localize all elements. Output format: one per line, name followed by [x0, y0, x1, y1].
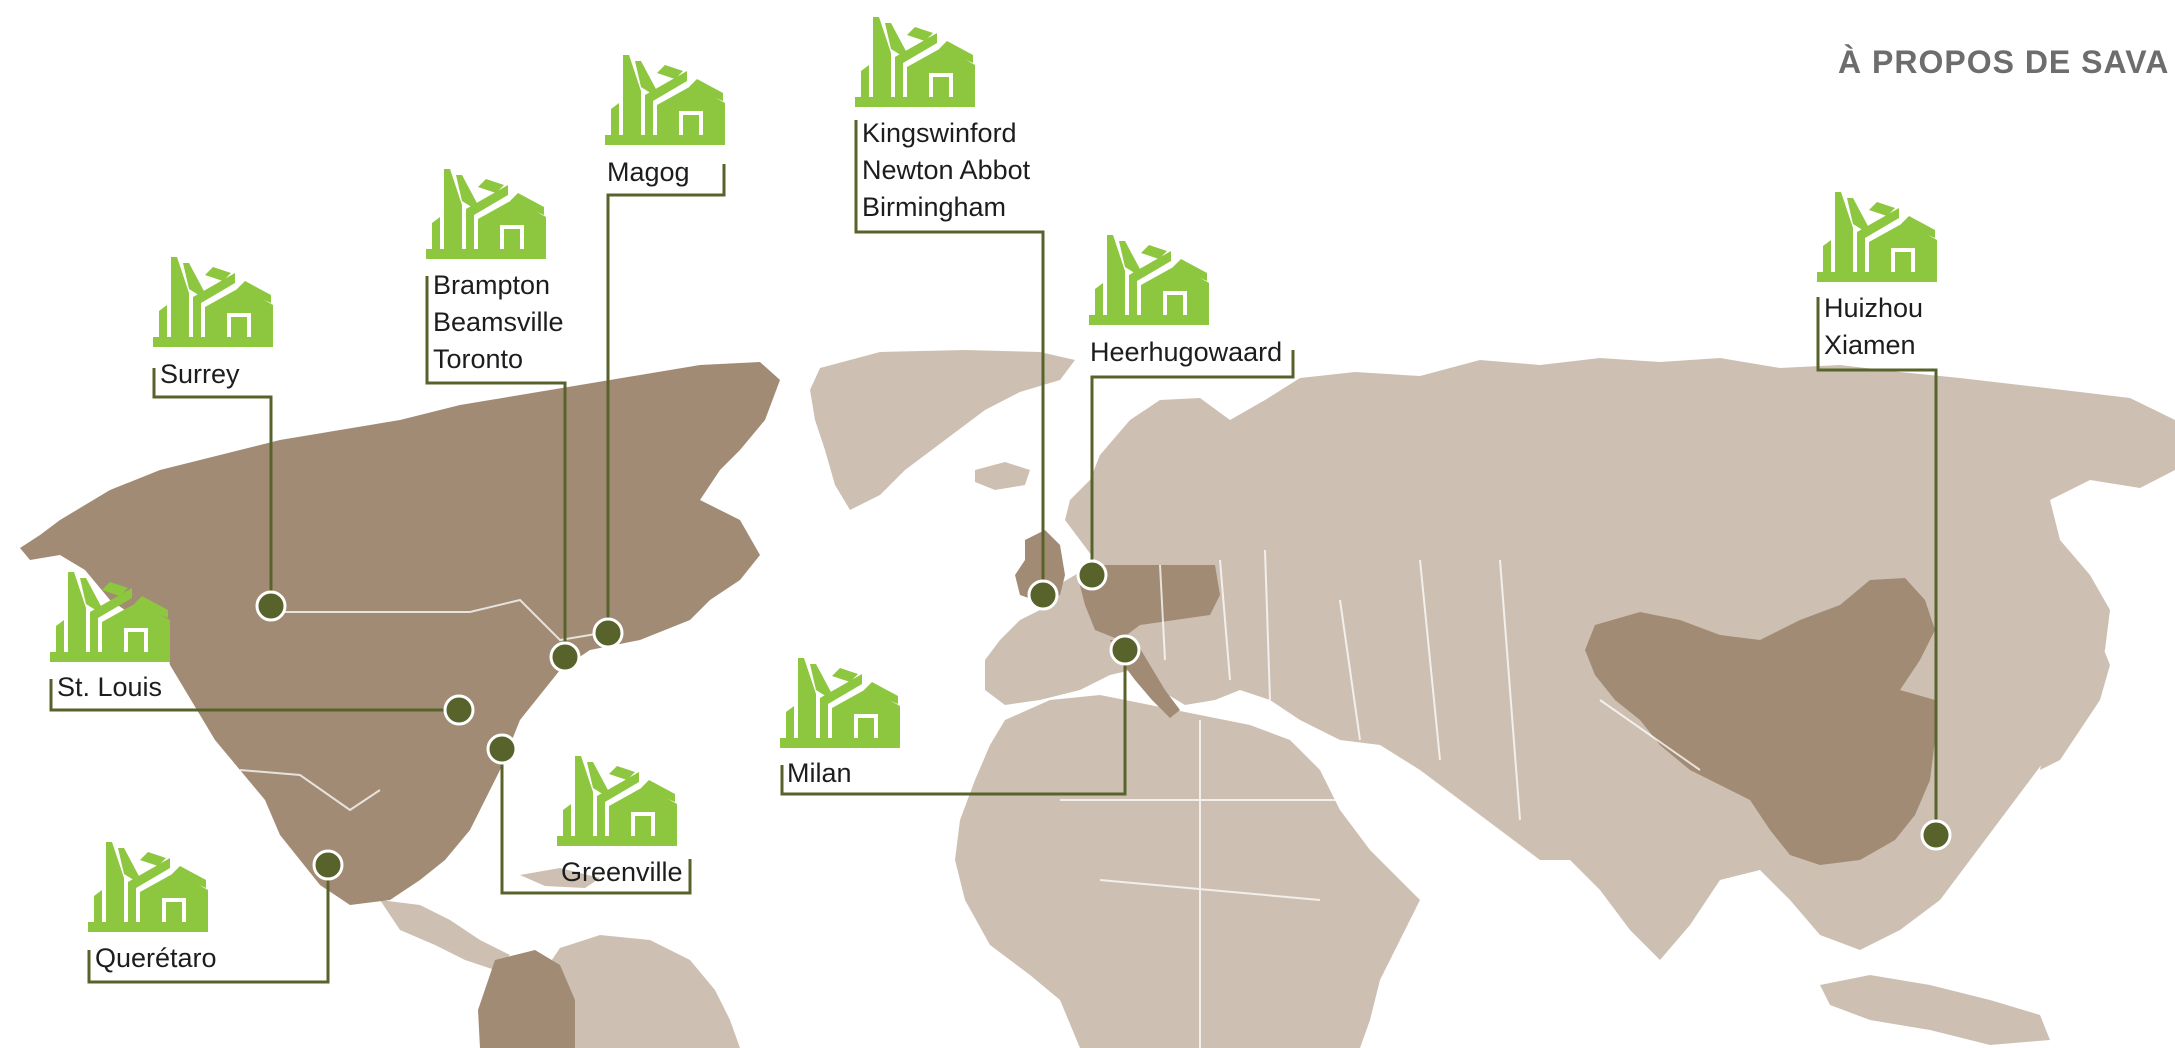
location-label-greenville: Greenville [561, 854, 683, 891]
location-label-magog: Magog [607, 154, 690, 191]
land-central-america [380, 900, 510, 970]
location-label-milan: Milan [787, 755, 852, 792]
location-name: Querétaro [95, 943, 217, 973]
location-label-surrey: Surrey [160, 356, 240, 393]
location-name: St. Louis [57, 672, 163, 702]
location-label-st-louis: St. Louis [57, 669, 162, 706]
pin-heerhugowaard[interactable] [1076, 559, 1108, 591]
location-name: Kingswinford [862, 118, 1017, 148]
page-title: À PROPOS DE SAVA [1838, 44, 2170, 80]
factory-icon [88, 838, 208, 932]
leader-line-brampton [425, 276, 567, 657]
location-name: Magog [607, 157, 690, 187]
land-caribbean [520, 868, 600, 888]
leader-lines [49, 120, 1938, 984]
leader-line-st-louis [49, 679, 459, 712]
location-name: Heerhugowaard [1090, 337, 1283, 367]
land-china [1585, 578, 1935, 865]
land-north-america [20, 362, 780, 905]
location-name: Newton Abbot [862, 155, 1031, 185]
land-indonesia [1820, 975, 2050, 1045]
location-label-huizhou: Huizhou Xiamen [1824, 290, 1923, 364]
pin-huizhou[interactable] [1920, 819, 1952, 851]
location-label-kingswinford: Kingswinford Newton Abbot Birmingham [862, 115, 1030, 226]
location-label-heerhugowaard: Heerhugowaard [1090, 334, 1282, 371]
location-name: Toronto [433, 344, 524, 374]
factory-icon [855, 13, 975, 107]
location-name: Huizhou [1824, 293, 1924, 323]
leader-line-greenville [500, 749, 692, 895]
pin-queretaro[interactable] [312, 849, 344, 881]
leader-line-huizhou [1816, 297, 1938, 835]
location-name: Surrey [160, 359, 240, 389]
border-asia [1339, 559, 1701, 821]
pin-kingswinford[interactable] [1027, 579, 1059, 611]
location-name: Xiamen [1824, 330, 1916, 360]
pin-brampton[interactable] [549, 641, 581, 673]
location-name: Greenville [561, 857, 683, 887]
factory-icon [426, 165, 546, 259]
leader-line-queretaro [87, 865, 330, 984]
location-pins [255, 559, 1952, 881]
border-us-canada [260, 598, 621, 642]
location-name: Milan [787, 758, 852, 788]
leader-line-magog [606, 164, 726, 633]
leader-line-heerhugowaard [1090, 350, 1295, 575]
land-iceland [975, 462, 1030, 490]
leader-line-kingswinford [854, 120, 1045, 595]
pin-surrey[interactable] [255, 590, 287, 622]
location-name: Beamsville [433, 307, 564, 337]
leader-line-surrey [152, 368, 273, 606]
border-us-mexico [239, 769, 381, 812]
land-africa [955, 695, 1420, 1048]
factory-icon [557, 752, 677, 846]
factory-icon [780, 654, 900, 748]
land-greenland [810, 350, 1075, 510]
factory-icon [1089, 231, 1209, 325]
pin-st-louis[interactable] [443, 694, 475, 726]
location-label-brampton: Brampton Beamsville Toronto [433, 267, 564, 378]
location-name: Brampton [433, 270, 551, 300]
pin-magog[interactable] [592, 617, 624, 649]
border-europe [1159, 549, 1271, 701]
pin-greenville[interactable] [486, 733, 518, 765]
land-colombia [478, 950, 575, 1048]
location-name: Birmingham [862, 192, 1007, 222]
location-label-queretaro: Querétaro [95, 940, 217, 977]
leader-line-milan [780, 650, 1127, 796]
border-africa [1060, 720, 1350, 1048]
factory-icon [50, 568, 170, 662]
factory-icon [605, 51, 725, 145]
pin-milan[interactable] [1109, 634, 1141, 666]
land-japan [2040, 640, 2110, 770]
land-netherlands-germany-poland [1078, 565, 1220, 640]
factory-icon [153, 253, 273, 347]
factory-icon [1817, 188, 1937, 282]
